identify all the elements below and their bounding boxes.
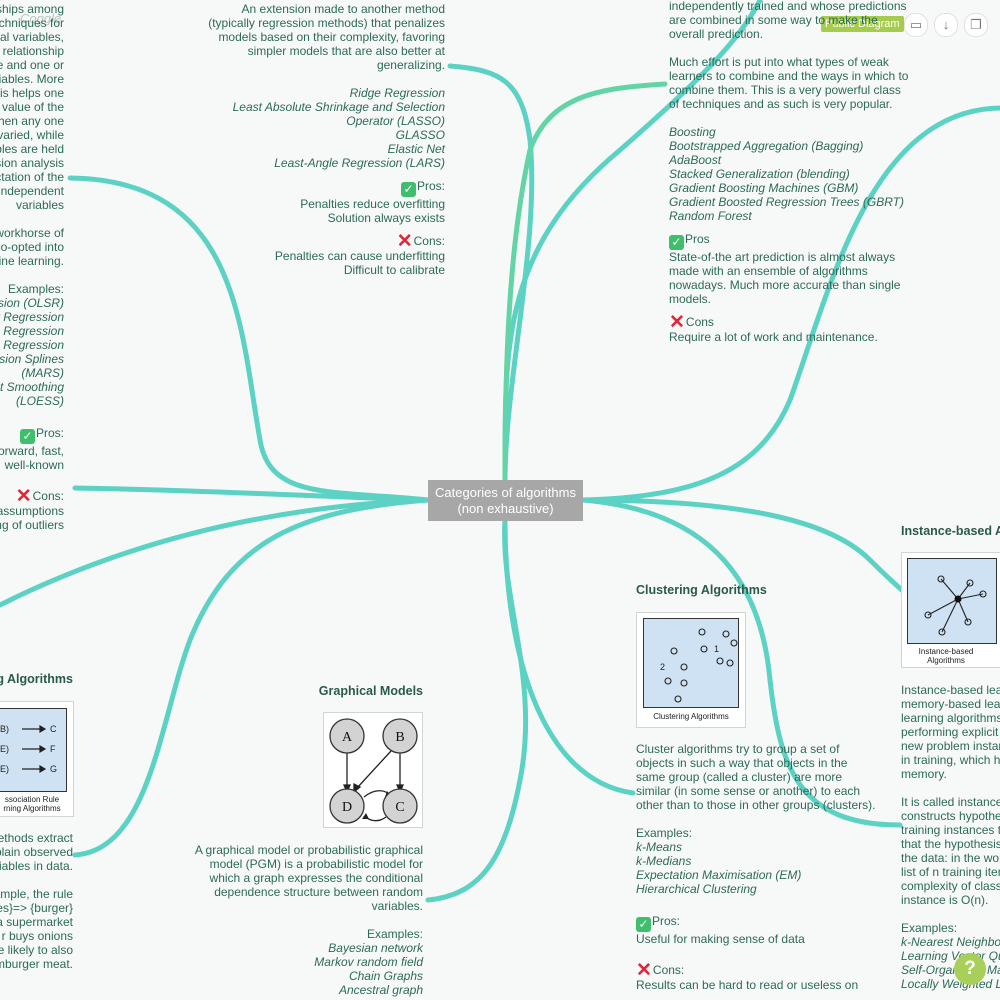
svg-text:A: A bbox=[342, 730, 353, 745]
clustering-image: 1 2 Clustering Algorithms bbox=[636, 612, 746, 728]
branch-left-lower1 bbox=[0, 497, 431, 608]
knn-star bbox=[924, 575, 987, 636]
branch-regression-pros bbox=[72, 485, 431, 503]
check-icon: ✓ bbox=[400, 182, 416, 197]
clustering-desc: Cluster algorithms try to group a set of… bbox=[636, 742, 876, 992]
instance-plot bbox=[907, 558, 997, 644]
svg-text:G: G bbox=[50, 764, 57, 774]
pgm-node-b bbox=[382, 718, 418, 754]
svg-text:2: 2 bbox=[660, 662, 665, 672]
present-icon[interactable]: ▭ bbox=[904, 13, 928, 37]
copy-icon[interactable]: ❐ bbox=[964, 13, 988, 37]
cluster-points: 1 2 bbox=[660, 628, 738, 703]
svg-text:C: C bbox=[395, 800, 404, 815]
svg-text:E): E) bbox=[0, 764, 9, 774]
svg-text:B): B) bbox=[0, 724, 9, 734]
download-icon[interactable]: ↓ bbox=[934, 13, 958, 37]
branch-regression bbox=[67, 175, 431, 503]
branch-regularization bbox=[447, 63, 535, 483]
public-diagram-badge[interactable]: Public Diagram bbox=[821, 16, 904, 32]
ensemble-desc: independently trained and whose predicti… bbox=[669, 0, 909, 344]
central-node[interactable]: Categories of algorithms(non exhaustive) bbox=[428, 480, 583, 521]
pgm-node-d bbox=[329, 788, 365, 824]
regularization-desc: An extension made to another method(typi… bbox=[208, 2, 445, 277]
graphical-image: A B D C bbox=[323, 712, 423, 828]
association-image: B) E) E) C F G ssociation Rule rning Alg… bbox=[0, 701, 74, 817]
svg-text:E): E) bbox=[0, 744, 9, 754]
clustering-plot: 1 2 bbox=[643, 618, 739, 708]
branch-ensemble bbox=[502, 81, 668, 483]
help-button[interactable]: ? bbox=[954, 953, 986, 985]
svg-text:F: F bbox=[50, 744, 56, 754]
graphical-title[interactable]: Graphical Models bbox=[318, 684, 423, 698]
branch-graphical bbox=[425, 517, 529, 903]
association-plot: B) E) E) C F G bbox=[0, 708, 67, 792]
pgm-node-a bbox=[329, 718, 365, 754]
check-icon: ✓ bbox=[19, 429, 35, 444]
association-title[interactable]: g Algorithms bbox=[0, 672, 73, 686]
pgm-graph: A B D C bbox=[329, 718, 418, 824]
svg-text:B: B bbox=[395, 730, 404, 745]
check-icon: ✓ bbox=[636, 917, 651, 932]
cross-icon: ✕ bbox=[669, 312, 685, 333]
svg-text:D: D bbox=[342, 800, 352, 815]
pgm-node-c bbox=[382, 788, 418, 824]
instance-image: Instance-based Algorithms bbox=[901, 552, 1000, 668]
app-logo[interactable]: Coggle bbox=[20, 11, 62, 26]
association-arrows: B) E) E) C F G bbox=[0, 724, 57, 774]
svg-text:C: C bbox=[50, 724, 57, 734]
branch-clustering bbox=[502, 517, 636, 796]
instance-title[interactable]: Instance-based Al bbox=[901, 524, 1000, 538]
graphical-desc: A graphical model or probabilistic graph… bbox=[194, 843, 423, 997]
cross-icon: ✕ bbox=[15, 486, 32, 507]
branch-association bbox=[72, 497, 431, 858]
cross-icon: ✕ bbox=[636, 960, 652, 981]
branch-right-top bbox=[580, 105, 1000, 503]
svg-text:1: 1 bbox=[714, 644, 719, 654]
clustering-title[interactable]: Clustering Algorithms bbox=[636, 583, 767, 597]
check-icon: ✓ bbox=[669, 235, 684, 250]
cross-icon: ✕ bbox=[396, 231, 413, 252]
branch-instance-desc bbox=[580, 497, 903, 828]
